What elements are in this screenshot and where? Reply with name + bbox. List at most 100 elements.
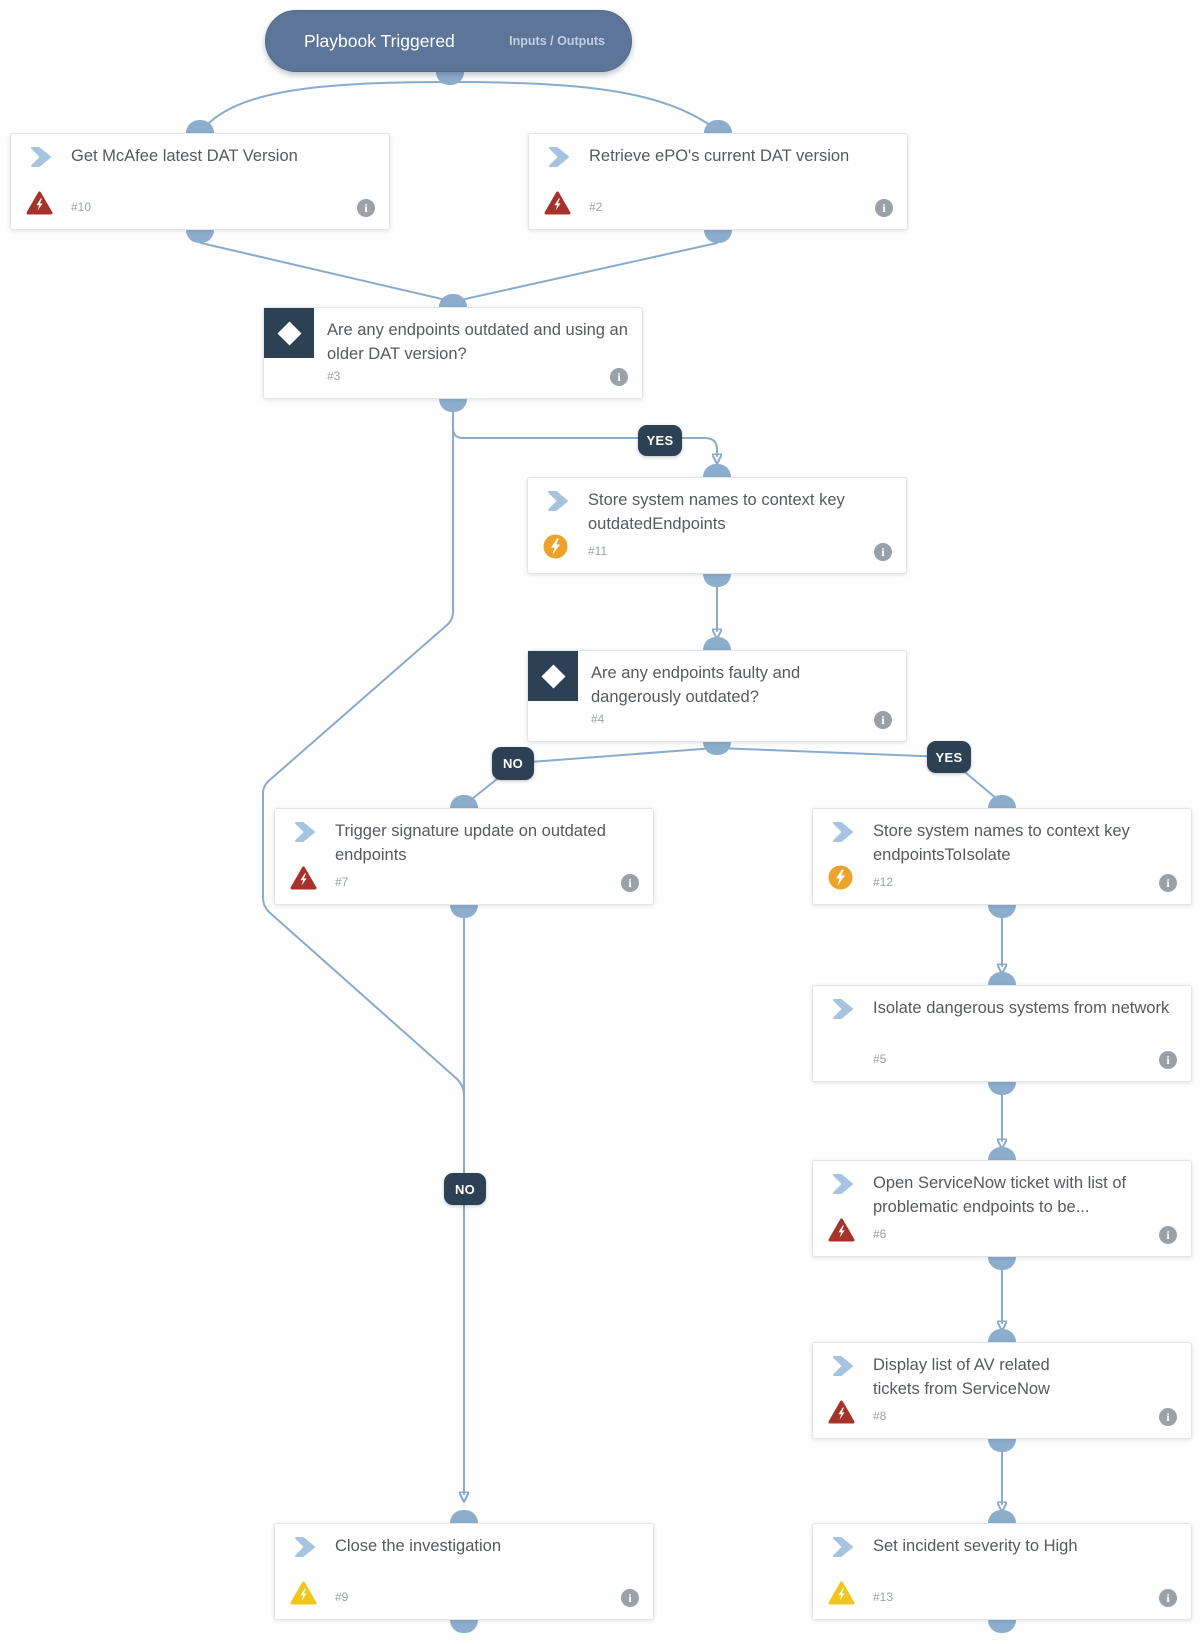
connector [439,294,467,307]
quiet-mode-lightning-icon [543,534,568,564]
connector [988,1439,1016,1452]
branch-label-no: NO [492,747,534,780]
node-number: #6 [873,1227,887,1241]
node-title: Store system names to context key endpoi… [873,822,1130,864]
node-number: #11 [588,544,608,558]
info-icon[interactable]: i [621,874,639,892]
connector [988,1510,1016,1523]
branch-label-yes: YES [927,741,971,773]
node-10-get-mcafee-latest-dat-version[interactable]: Get McAfee latest DAT Version #10 i [10,133,390,230]
playbook-triggered-header[interactable]: Playbook Triggered Inputs / Outputs [265,10,632,72]
info-icon[interactable]: i [1159,1589,1177,1607]
info-icon[interactable]: i [357,199,375,217]
node-number: #3 [327,369,341,383]
node-number: #9 [335,1590,349,1604]
edge-trigger-to-node2 [449,81,715,129]
connector [450,795,478,808]
connector [703,637,731,650]
edge-node10-to-cond3 [200,242,460,304]
error-triangle-icon [290,866,317,895]
connector [704,230,732,243]
task-chevron-icon [549,147,570,172]
connector [988,972,1016,985]
info-icon[interactable]: i [1159,1408,1177,1426]
node-9-close-the-investigation[interactable]: Close the investigation #9 i [274,1523,654,1620]
info-icon[interactable]: i [874,543,892,561]
info-icon[interactable]: i [1159,1226,1177,1244]
branch-label-no: NO [444,1173,486,1205]
task-chevron-icon [833,999,854,1024]
condition-4-endpoints-faulty[interactable]: Are any endpoints faulty and dangerously… [527,650,907,742]
error-triangle-icon [828,1400,855,1429]
connector [988,1082,1016,1095]
connector [436,72,464,85]
connector [988,795,1016,808]
node-title: Are any endpoints faulty and dangerously… [591,664,801,706]
task-chevron-icon [31,147,52,172]
connector [186,120,214,133]
node-13-set-incident-severity-high[interactable]: Set incident severity to High #13 i [812,1523,1192,1620]
node-12-store-endpoints-to-isolate[interactable]: Store system names to context key endpoi… [812,808,1192,905]
node-8-display-av-tickets[interactable]: Display list of AV related tickets from … [812,1342,1192,1439]
node-11-store-outdated-endpoints[interactable]: Store system names to context key outdat… [527,477,907,574]
warning-triangle-icon [828,1581,855,1610]
node-6-open-servicenow-ticket[interactable]: Open ServiceNow ticket with list of prob… [812,1160,1192,1257]
node-number: #7 [335,875,349,889]
connector [186,230,214,243]
connector [703,742,731,755]
node-title: Retrieve ePO's current DAT version [589,147,850,165]
node-title: Display list of AV related tickets from … [873,1356,1050,1398]
task-chevron-icon [833,1537,854,1562]
condition-3-endpoints-outdated[interactable]: Are any endpoints outdated and using an … [263,307,643,399]
edge-trigger-to-node10 [203,81,451,129]
node-5-isolate-dangerous-systems[interactable]: Isolate dangerous systems from network #… [812,985,1192,1082]
connector [988,1620,1016,1633]
page-title: Playbook Triggered [304,30,455,51]
node-number: #4 [591,712,605,726]
task-chevron-icon [548,491,569,516]
error-triangle-icon [26,191,53,220]
connector [704,120,732,133]
connector [703,464,731,477]
edge-cond3-no-to-node9 [262,399,464,1494]
node-title: Set incident severity to High [873,1537,1078,1555]
info-icon[interactable]: i [1159,874,1177,892]
connector [450,1620,478,1633]
connector [988,1147,1016,1160]
node-title: Close the investigation [335,1537,502,1555]
node-2-retrieve-epo-current-dat-version[interactable]: Retrieve ePO's current DAT version #2 i [528,133,908,230]
connector [703,574,731,587]
condition-diamond-icon [528,651,578,701]
node-7-trigger-signature-update[interactable]: Trigger signature update on outdated end… [274,808,654,905]
info-icon[interactable]: i [874,711,892,729]
node-title: Trigger signature update on outdated end… [335,822,606,864]
warning-triangle-icon [290,1581,317,1610]
branch-label-yes: YES [638,425,682,456]
connector [988,1329,1016,1342]
info-icon[interactable]: i [610,368,628,386]
connector [450,1510,478,1523]
condition-diamond-icon [264,308,314,358]
node-title: Are any endpoints outdated and using an … [327,321,628,363]
edge-node2-to-cond3 [446,242,718,304]
node-title: Store system names to context key outdat… [588,491,845,533]
node-number: #13 [873,1590,894,1604]
node-number: #8 [873,1409,887,1423]
node-title: Isolate dangerous systems from network [873,999,1170,1017]
inputs-outputs-button[interactable]: Inputs / Outputs [509,34,605,48]
task-chevron-icon [833,1174,854,1199]
info-icon[interactable]: i [875,199,893,217]
task-chevron-icon [833,1356,854,1381]
node-number: #5 [873,1052,887,1066]
node-title: Open ServiceNow ticket with list of prob… [873,1174,1127,1216]
error-triangle-icon [544,191,571,220]
task-chevron-icon [295,822,316,847]
node-number: #10 [71,200,92,214]
info-icon[interactable]: i [1159,1051,1177,1069]
info-icon[interactable]: i [621,1589,639,1607]
node-number: #2 [589,200,603,214]
task-chevron-icon [833,822,854,847]
connector [988,1257,1016,1270]
task-chevron-icon [295,1537,316,1562]
